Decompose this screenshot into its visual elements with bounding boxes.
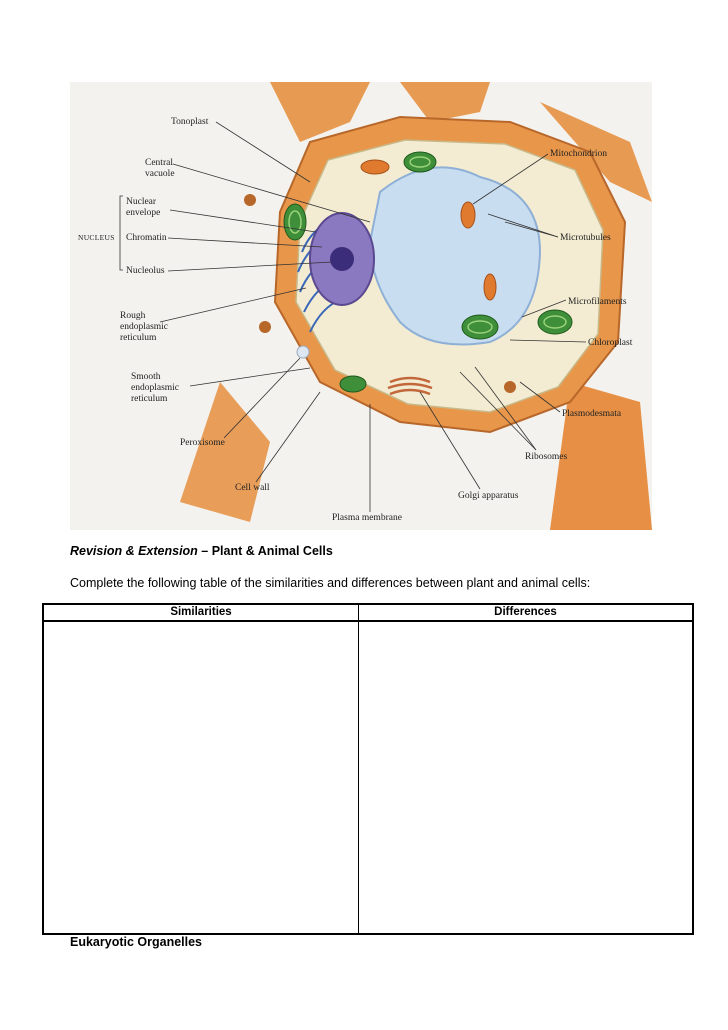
- nucleus-bracket: [119, 195, 123, 271]
- label-plasmodesmata: Plasmodesmata: [562, 409, 622, 419]
- chloroplast-grana: [288, 210, 302, 234]
- label-smooth-er: Smooth: [131, 372, 161, 382]
- label-nucleus: NUCLEUS: [78, 233, 115, 242]
- chloroplast: [403, 151, 437, 173]
- plasmodesmata-pit: [504, 381, 516, 393]
- label-nuclear-envelope: Nuclear: [126, 197, 157, 207]
- mitochondrion: [360, 159, 390, 175]
- header-differences: Differences: [494, 606, 557, 618]
- comparison-table: Similarities Differences: [42, 603, 694, 935]
- label-mitochondrion: Mitochondrion: [550, 149, 607, 159]
- section-heading: Eukaryotic Organelles: [70, 935, 203, 949]
- chloroplast-grana: [409, 156, 431, 168]
- plant-cell-diagram: Tonoplast Central vacuole Nuclear envelo…: [70, 82, 652, 530]
- svg-text:reticulum: reticulum: [131, 394, 168, 404]
- svg-text:reticulum: reticulum: [120, 333, 157, 343]
- nucleolus: [330, 247, 354, 271]
- label-microfilaments: Microfilaments: [568, 296, 627, 307]
- label-nucleolus: Nucleolus: [126, 266, 165, 276]
- svg-text:envelope: envelope: [126, 208, 160, 218]
- peroxisome: [296, 345, 310, 359]
- svg-text:vacuole: vacuole: [145, 169, 175, 179]
- cell-wall-fragment: [400, 82, 490, 122]
- label-peroxisome: Peroxisome: [180, 438, 225, 448]
- central-vacuole: [368, 166, 542, 346]
- svg-text:endoplasmic: endoplasmic: [120, 322, 168, 332]
- label-chloroplast: Chloroplast: [588, 338, 633, 348]
- chloroplast: [461, 314, 499, 340]
- plasmodesmata-pit: [259, 321, 271, 333]
- plant-cell-illustration: Tonoplast Central vacuole Nuclear envelo…: [78, 82, 652, 530]
- label-golgi: Golgi apparatus: [458, 491, 519, 501]
- table-header-divider: [44, 620, 692, 622]
- chloroplast: [537, 309, 573, 335]
- chloroplast: [283, 203, 307, 241]
- chloroplast-grana: [467, 320, 493, 334]
- cell-wall-fragment: [550, 382, 652, 530]
- cell-wall-fragment: [540, 102, 652, 202]
- label-plasma-membrane: Plasma membrane: [332, 513, 402, 523]
- svg-text:endoplasmic: endoplasmic: [131, 383, 179, 393]
- revision-heading: Revision & Extension – Plant & Animal Ce…: [70, 544, 333, 558]
- chloroplast-grana: [543, 315, 567, 329]
- table-column-divider: [358, 605, 359, 933]
- cell-wall-fragment: [180, 382, 270, 522]
- label-central-vacuole: Central: [145, 158, 173, 168]
- label-cell-wall: Cell wall: [235, 483, 270, 493]
- mitochondrion: [460, 201, 476, 229]
- instruction-text: Complete the following table of the simi…: [70, 576, 591, 590]
- mitochondrion: [483, 273, 497, 301]
- plasmodesmata-pit: [244, 194, 256, 206]
- chloroplast: [339, 375, 367, 393]
- golgi-apparatus: [387, 376, 433, 396]
- label-rough-er: Rough: [120, 311, 146, 321]
- label-chromatin: Chromatin: [126, 233, 167, 243]
- label-ribosomes: Ribosomes: [525, 452, 568, 462]
- label-microtubules: Microtubules: [560, 233, 611, 243]
- header-similarities: Similarities: [170, 606, 232, 618]
- cell-wall-fragment: [270, 82, 370, 142]
- label-tonoplast: Tonoplast: [171, 117, 209, 127]
